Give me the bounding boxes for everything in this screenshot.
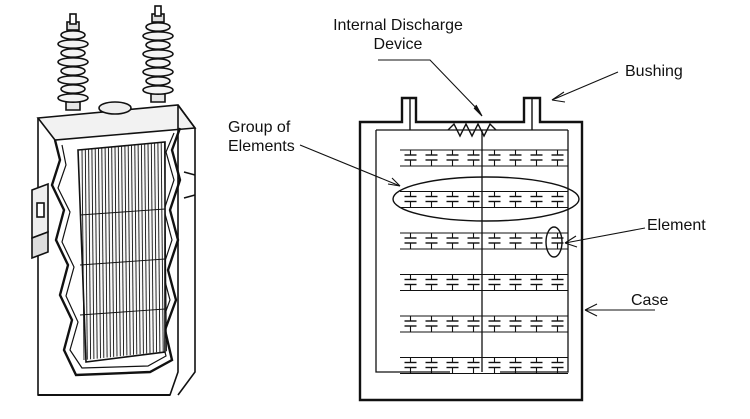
capacitor-element [488, 191, 501, 208]
capacitor-element [446, 274, 459, 291]
capacitor-element [530, 233, 543, 249]
capacitor-element [467, 191, 480, 208]
capacitor-element [467, 357, 480, 374]
capacitor-element [425, 357, 438, 374]
label-group-of-elements: Group of Elements [228, 118, 295, 156]
element-row [400, 315, 568, 333]
capacitor-element [467, 316, 480, 332]
group-ellipse [392, 176, 580, 222]
capacitor-element [404, 233, 417, 249]
capacitor-element [446, 191, 459, 208]
capacitor-element [404, 316, 417, 332]
discharge-resistor [447, 122, 497, 138]
capacitor-element [488, 274, 501, 291]
group-leader [299, 144, 401, 187]
lid-boss [98, 101, 132, 115]
capacitor-element [488, 233, 501, 249]
bushing-leader [551, 71, 619, 101]
element-row [400, 356, 568, 375]
capacitor-element [404, 274, 417, 291]
element-row [400, 273, 568, 292]
capacitor-illustration [31, 5, 197, 396]
element-ellipse [545, 226, 563, 258]
capacitor-element [530, 274, 543, 291]
element-row [400, 232, 568, 250]
capacitor-element [509, 233, 522, 249]
capacitor-element [530, 150, 543, 166]
capacitor-element [551, 316, 564, 332]
capacitor-element [530, 316, 543, 332]
capacitor-element [425, 191, 438, 208]
bushing-left [57, 13, 89, 111]
label-element: Element [647, 217, 706, 234]
capacitor-element [446, 150, 459, 166]
capacitor-element [404, 357, 417, 374]
capacitor-element [425, 233, 438, 249]
capacitor-element [509, 150, 522, 166]
discharge-leader [378, 59, 481, 113]
capacitor-schematic [358, 96, 584, 402]
element-row [400, 190, 568, 209]
capacitor-element [509, 357, 522, 374]
capacitor-element [425, 316, 438, 332]
capacitor-element [551, 150, 564, 166]
case-outline [358, 96, 584, 402]
capacitor-element [509, 316, 522, 332]
element-leader [564, 227, 646, 244]
capacitor-element [404, 150, 417, 166]
element-row [400, 149, 568, 167]
capacitor-element [446, 233, 459, 249]
label-discharge-line1: Internal Discharge [333, 17, 463, 34]
leader-lines [299, 59, 655, 317]
capacitor-element [488, 150, 501, 166]
capacitor-element [509, 191, 522, 208]
label-discharge-line2: Device [373, 36, 423, 53]
label-bushing: Bushing [625, 63, 683, 80]
bushing-right [142, 5, 174, 103]
element-pack-lines [79, 142, 167, 361]
label-group-line1: Group of [228, 119, 291, 136]
capacitor-element [530, 357, 543, 374]
capacitor-element [467, 233, 480, 249]
case-side [177, 104, 196, 396]
capacitor-element [551, 191, 564, 208]
capacitor-element [404, 191, 417, 208]
capacitor-element [446, 357, 459, 374]
capacitor-element [488, 316, 501, 332]
capacitor-element [425, 274, 438, 291]
capacitor-element [551, 274, 564, 291]
element-rows [400, 149, 568, 375]
label-group-line2: Elements [228, 138, 295, 155]
capacitor-element [446, 316, 459, 332]
label-internal-discharge-device: Internal Discharge Device [318, 16, 478, 54]
label-case: Case [631, 292, 669, 309]
capacitor-element [488, 357, 501, 374]
cutaway-edge [50, 127, 182, 377]
capacitor-element [509, 274, 522, 291]
capacitor-element [551, 357, 564, 374]
capacitor-element [425, 150, 438, 166]
capacitor-element [467, 150, 480, 166]
capacitor-element [467, 274, 480, 291]
capacitor-element [530, 191, 543, 208]
